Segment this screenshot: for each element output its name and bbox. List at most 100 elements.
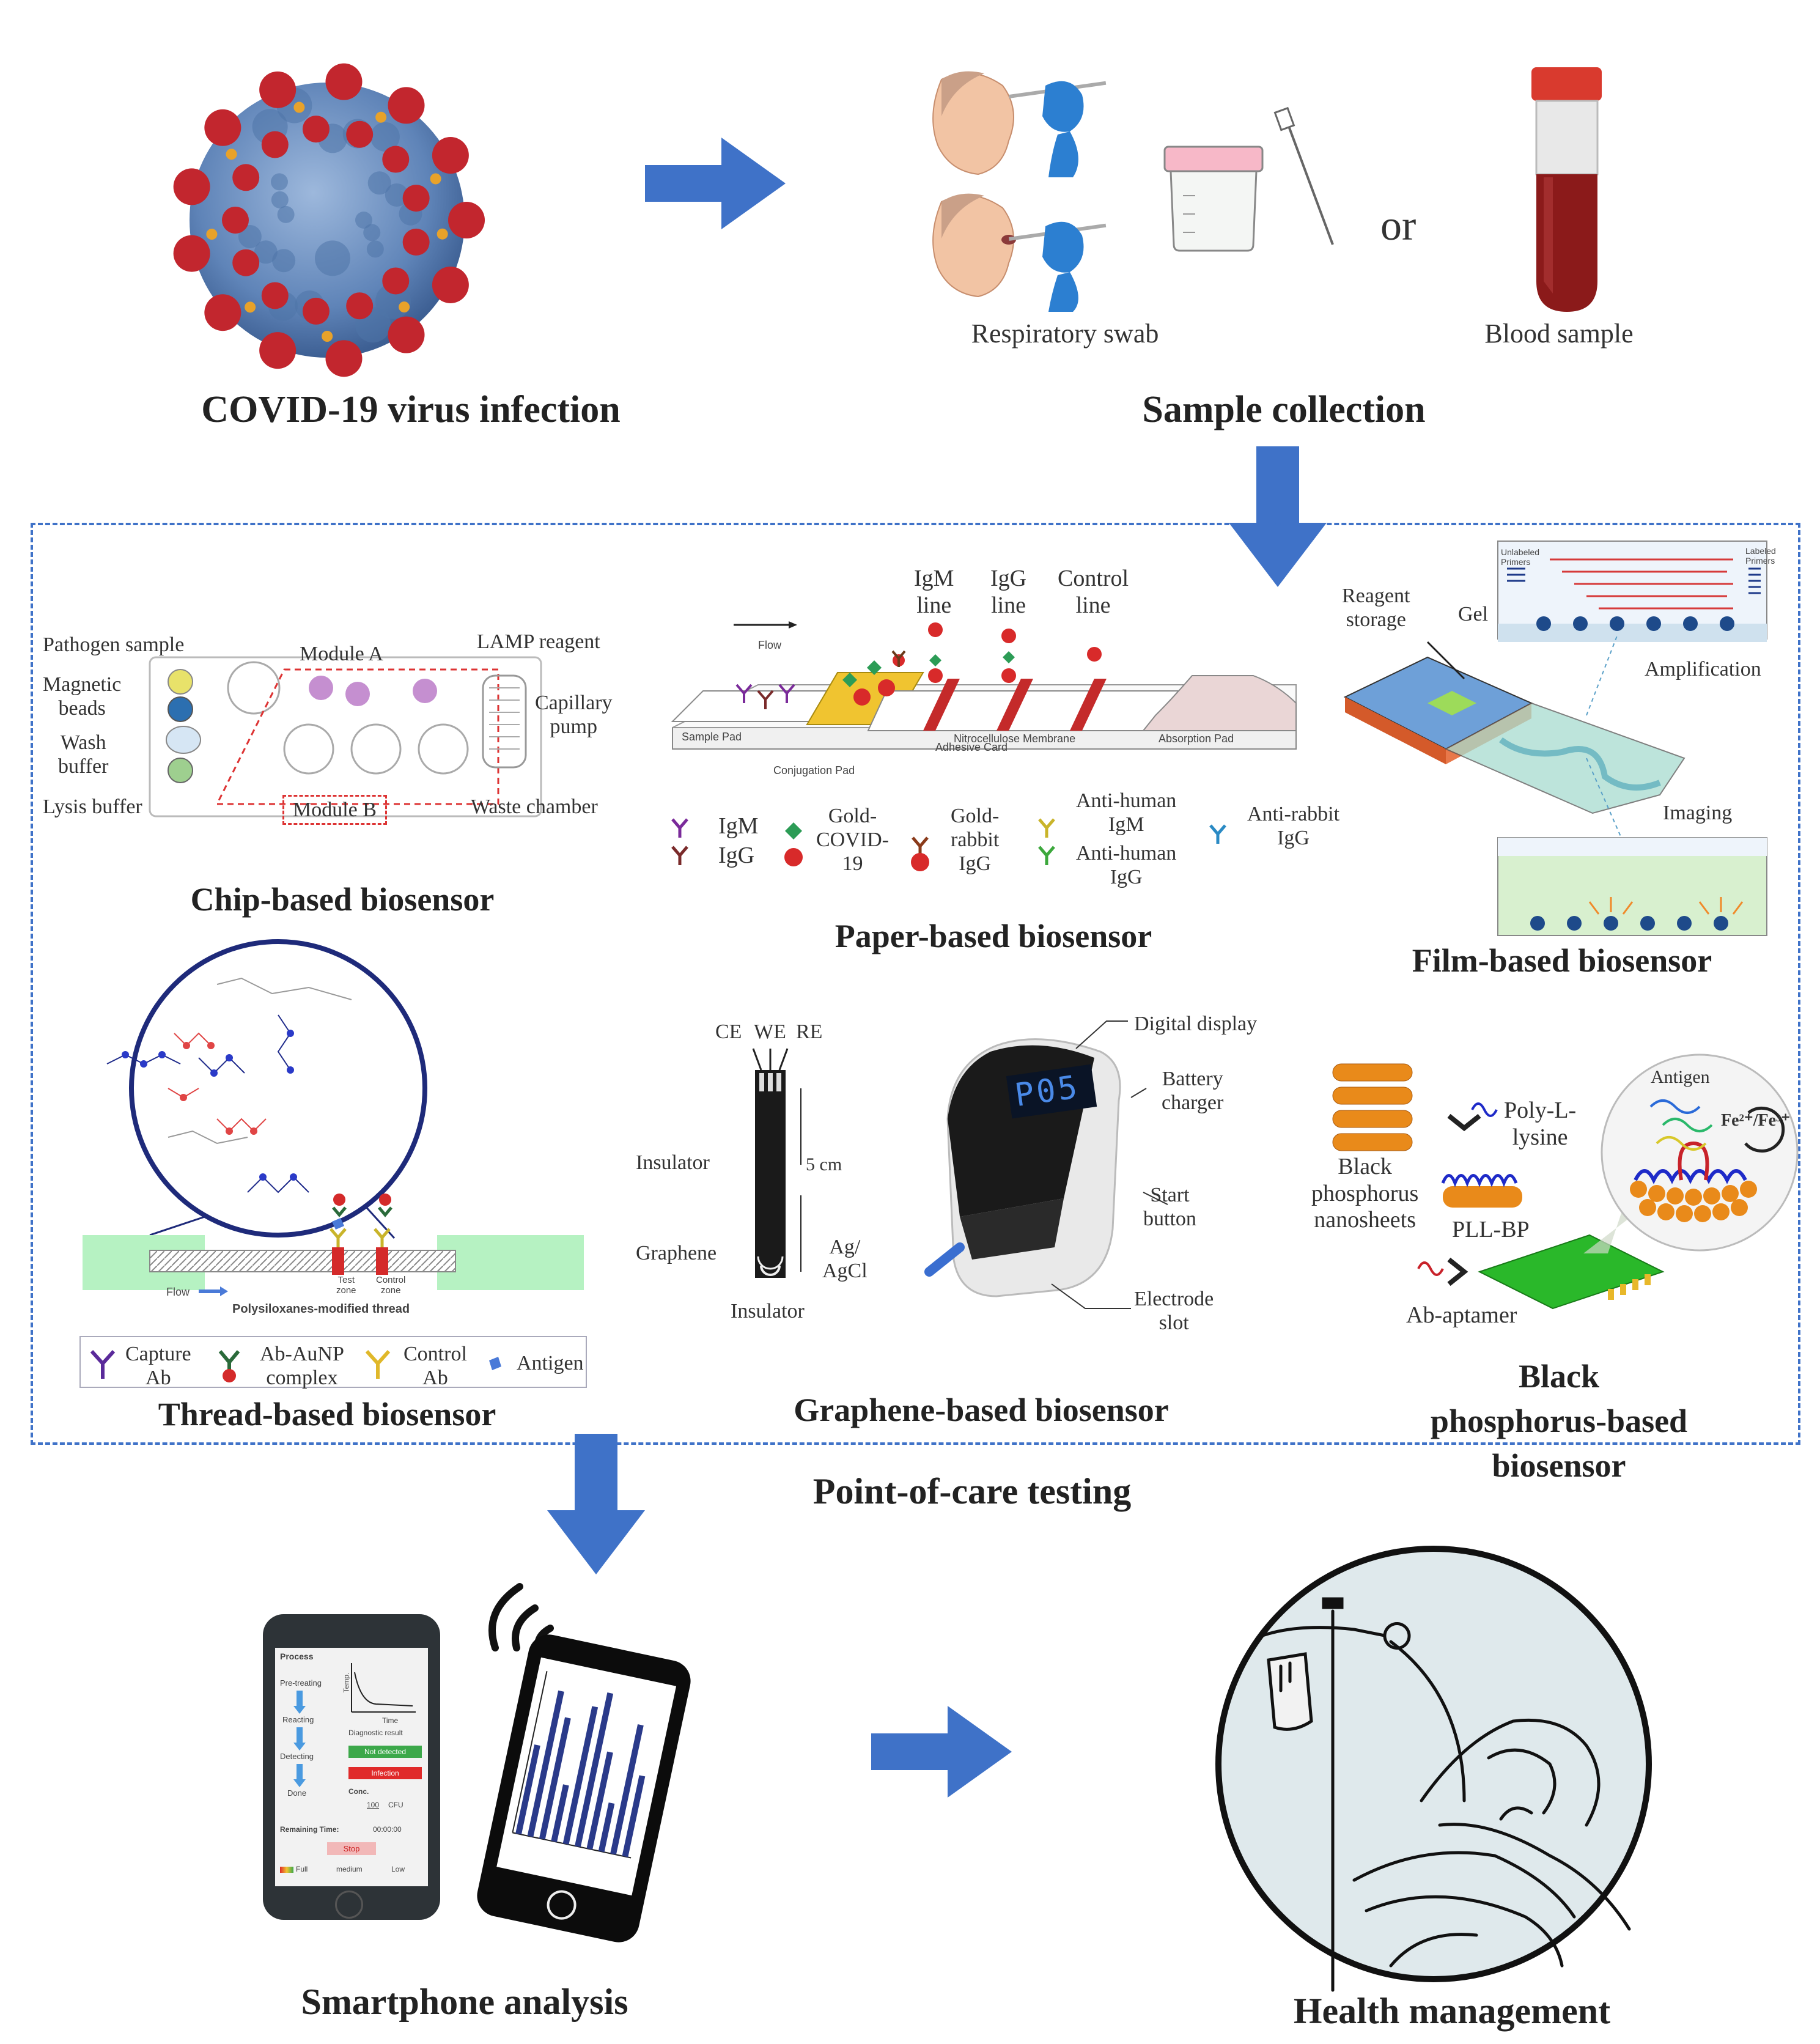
virus-protein (322, 330, 333, 342)
home-button[interactable] (544, 1887, 580, 1923)
detecting-label: Detecting (280, 1752, 314, 1761)
virus-surface-blob (366, 240, 384, 258)
thread-flow-label: Flow (166, 1286, 190, 1298)
virus-protein (375, 111, 387, 123)
blood-tube-icon (1531, 67, 1602, 312)
virus-surface-blob (363, 224, 381, 242)
re-label: RE (796, 1020, 823, 1043)
smartphone-app-device: Process Pre-treating Reacting Detecting … (263, 1614, 440, 1920)
chart-y-axis (512, 1671, 548, 1833)
virus-spike (382, 146, 410, 173)
chart-bar (575, 1692, 614, 1848)
virus-spike (388, 316, 425, 353)
stop-button[interactable]: Stop (327, 1842, 376, 1855)
chip-device-diagram (149, 656, 542, 817)
low-label: Low (391, 1865, 405, 1873)
anti-human-igm-legend-label: Anti-human IgM (1076, 789, 1177, 836)
chart-bar (586, 1751, 613, 1850)
unlabeled-primers-label: Unlabeled Primers (1501, 547, 1540, 567)
paper-biosensor-title: Paper-based biosensor (834, 918, 1152, 954)
pll-bp-label: PLL-BP (1452, 1217, 1530, 1242)
wash-buffer-label: Wash buffer (58, 731, 109, 778)
process-label: Process (280, 1651, 314, 1661)
conjugation-pad-label: Conjugation Pad (773, 764, 855, 777)
infection-badge: Infection (348, 1767, 422, 1779)
virus-surface-blob (385, 183, 408, 207)
ce-label: CE (715, 1020, 742, 1043)
thread-biosensor-title: Thread-based biosensor (158, 1396, 496, 1433)
thread-legend-symbols (90, 1349, 501, 1382)
chart-bar (622, 1775, 646, 1858)
black-phosphorus-diagram (1332, 1053, 1799, 1310)
imaging-label: Imaging (1663, 802, 1733, 824)
anti-human-igg-legend-label: Anti-human IgG (1076, 842, 1177, 889)
virus-surface-blob (238, 224, 262, 248)
virus-protein (293, 101, 305, 113)
virus-spike (402, 228, 430, 256)
virus-protein (245, 301, 256, 313)
sample-collection-title: Sample collection (1142, 389, 1426, 430)
home-button[interactable] (335, 1891, 363, 1919)
pre-treating-label: Pre-treating (280, 1678, 322, 1688)
virus-spike (346, 120, 374, 148)
capillary-pump-label: Capillary pump (535, 692, 613, 739)
ab-aptamer-label: Ab-aptamer (1406, 1302, 1517, 1328)
graphene-electrode-diagram (752, 1048, 801, 1278)
conc-label: Conc. (348, 1787, 369, 1796)
control-zone-label: Control zone (376, 1275, 406, 1296)
virus-surface-blob (277, 205, 295, 223)
reacting-label: Reacting (282, 1715, 314, 1724)
cfu-label: CFU (388, 1801, 403, 1809)
virus-spike (402, 185, 430, 212)
virus-surface-blob (355, 212, 372, 229)
lysis-buffer-label: Lysis buffer (43, 795, 142, 818)
virus-protein (226, 149, 237, 160)
diagnostic-result-label: Diagnostic result (348, 1729, 403, 1737)
virus-spike (173, 168, 210, 205)
virus-spike (259, 71, 297, 108)
virus-spike (232, 249, 260, 276)
full-label: Full (296, 1865, 308, 1873)
film-device-diagram (1343, 541, 1767, 936)
battery-full-swatch (280, 1867, 293, 1873)
pathogen-sample-label: Pathogen sample (43, 633, 185, 656)
film-biosensor-title: Film-based biosensor (1412, 942, 1712, 979)
amplification-label: Amplification (1645, 658, 1761, 681)
remaining-time-label: Remaining Time: (280, 1825, 339, 1834)
virus-spike (432, 266, 469, 303)
virus-surface-blob (271, 191, 289, 208)
fe-ion-label: Fe²⁺/Fe³⁺ (1721, 1111, 1791, 1130)
virus-spike (388, 87, 425, 124)
ab-aunp-legend-label: Ab-AuNP complex (260, 1343, 344, 1390)
handheld-reader-device (924, 1038, 1121, 1297)
chart-bar (610, 1724, 644, 1855)
chip-biosensor-title: Chip-based biosensor (190, 881, 495, 918)
result-bar-chart (512, 1671, 646, 1859)
or-label: or (1380, 202, 1417, 249)
module-a-label: Module A (300, 643, 383, 665)
sample-pad-label: Sample Pad (682, 731, 742, 743)
virus-spike (448, 202, 485, 238)
virus-surface-blob (252, 109, 288, 145)
poly-l-lysine-label: Poly-L- lysine (1504, 1098, 1577, 1150)
antigen-legend-label: Antigen (517, 1352, 584, 1374)
igm-legend-label: IgM (718, 813, 759, 839)
waste-chamber-label: Waste chamber (471, 795, 598, 818)
igg-line-label: IgG line (990, 566, 1027, 618)
virus-spike (173, 235, 210, 272)
arrow-down-icon (1229, 446, 1327, 587)
virus-spike (204, 109, 241, 146)
point-of-care-title: Point-of-care testing (812, 1471, 1132, 1511)
reagent-storage-label: Reagent storage (1342, 585, 1410, 632)
blood-sample-label: Blood sample (1484, 319, 1634, 349)
polysiloxanes-label: Polysiloxanes-modified thread (232, 1302, 410, 1316)
respiratory-swab-label: Respiratory swab (971, 319, 1159, 349)
temp-curve-mini-chart (351, 1663, 416, 1713)
virus-spike (259, 332, 297, 369)
virus-surface-blob (295, 290, 325, 320)
chart-bar (551, 1784, 569, 1842)
absorption-pad-label: Absorption Pad (1159, 732, 1234, 745)
module-b-label: Module B (282, 795, 387, 825)
virus-spike (346, 292, 374, 320)
labeled-primers-label: Labeled Primers (1745, 546, 1776, 566)
